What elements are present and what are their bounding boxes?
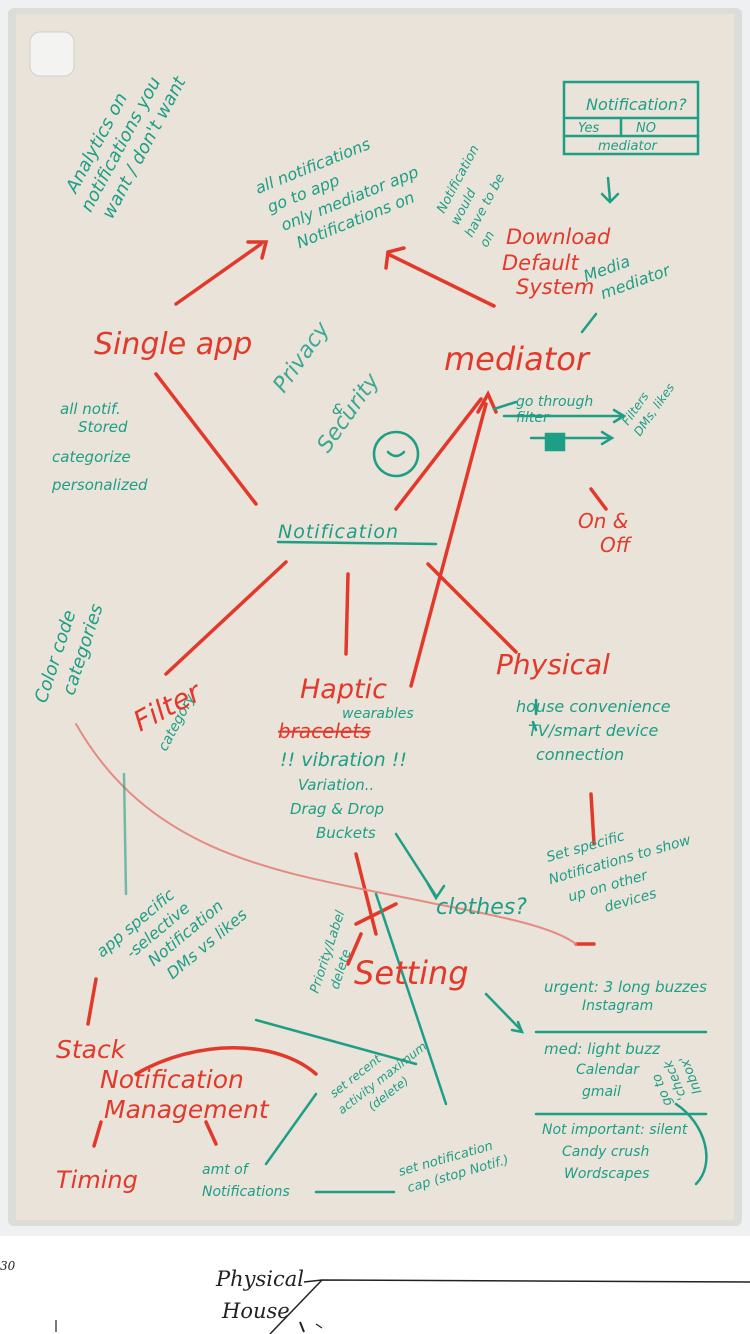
privacy-text-2: &: [332, 402, 343, 418]
amt-text-2: Notifications: [202, 1184, 290, 1200]
whiteboard-drawing: Analytics on notifications you want / do…: [29, 31, 708, 1200]
single-bullet-1: all notif.: [60, 400, 121, 418]
urgent-text-2: Instagram: [582, 998, 653, 1014]
not-important-text: Not important: silent: [542, 1122, 688, 1138]
stack-text-3: Management: [104, 1095, 270, 1124]
page-number: 30: [0, 1259, 16, 1273]
privacy-text-1: Privacy: [268, 317, 335, 398]
med-text-1: med: light buzz: [544, 1040, 661, 1058]
haptic-node: Haptic: [300, 674, 387, 705]
notification-center-node: Notification: [278, 521, 399, 543]
clothes-text: clothes?: [436, 895, 527, 920]
bracelets-text: bracelets: [278, 719, 371, 743]
setting-node: Setting: [354, 954, 469, 992]
magnet: [29, 31, 75, 77]
single-app-node: Single app: [94, 327, 252, 362]
single-bullet-2: Stored: [78, 418, 128, 436]
whiteboard: Analytics on notifications you want / do…: [16, 14, 734, 1220]
drag-drop-text: Drag & Drop: [290, 800, 384, 818]
urgent-text-1: urgent: 3 long buzzes: [544, 978, 707, 996]
timing-node: Timing: [56, 1166, 138, 1194]
download-text-2: Default: [502, 251, 579, 275]
buckets-text: Buckets: [316, 824, 376, 842]
stack-text-2: Notification: [100, 1065, 244, 1094]
tv-smart-text: TV/smart device: [528, 721, 658, 740]
paper-house-text: House: [221, 1299, 290, 1323]
house-convenience-text: house convenience: [516, 697, 671, 716]
mediator-node: mediator: [444, 340, 591, 378]
notif-box-title: Notification?: [586, 95, 687, 114]
notif-box-no: NO: [636, 121, 656, 136]
variation-text: Variation..: [298, 776, 374, 794]
single-bullet-3: categorize: [52, 448, 131, 466]
red-connectors: [75, 240, 608, 1148]
privacy-text-3: Security: [312, 368, 385, 457]
notif-box-mediator: mediator: [598, 139, 659, 154]
med-text-2: Calendar: [576, 1062, 640, 1078]
med-text-3: gmail: [582, 1084, 621, 1100]
on-off-text-1: On &: [578, 509, 628, 533]
notif-box-yes: Yes: [578, 121, 600, 136]
stack-text-1: Stack: [56, 1035, 127, 1064]
notebook-page: 30 Physical House: [0, 1236, 750, 1334]
connection-text: connection: [536, 745, 624, 764]
vibration-text: !! vibration !!: [280, 749, 407, 771]
filter-word-text: filter: [516, 410, 550, 426]
on-off-text-2: Off: [600, 533, 633, 557]
candy-text: Candy crush: [562, 1144, 649, 1160]
paper-physical-text: Physical: [215, 1267, 304, 1291]
wordscapes-text: Wordscapes: [564, 1166, 649, 1182]
green-connectors: [122, 80, 708, 1194]
wearables-text: wearables: [342, 706, 414, 722]
amt-text-1: amt of: [202, 1162, 250, 1178]
go-through-text: go through: [516, 394, 593, 410]
physical-node: Physical: [496, 648, 610, 681]
download-text-1: Download: [506, 225, 611, 249]
single-bullet-4: personalized: [51, 476, 148, 494]
notebook-drawing: 30 Physical House: [0, 1259, 750, 1334]
would-text-4: on: [477, 229, 498, 250]
download-text-3: System: [516, 275, 594, 299]
